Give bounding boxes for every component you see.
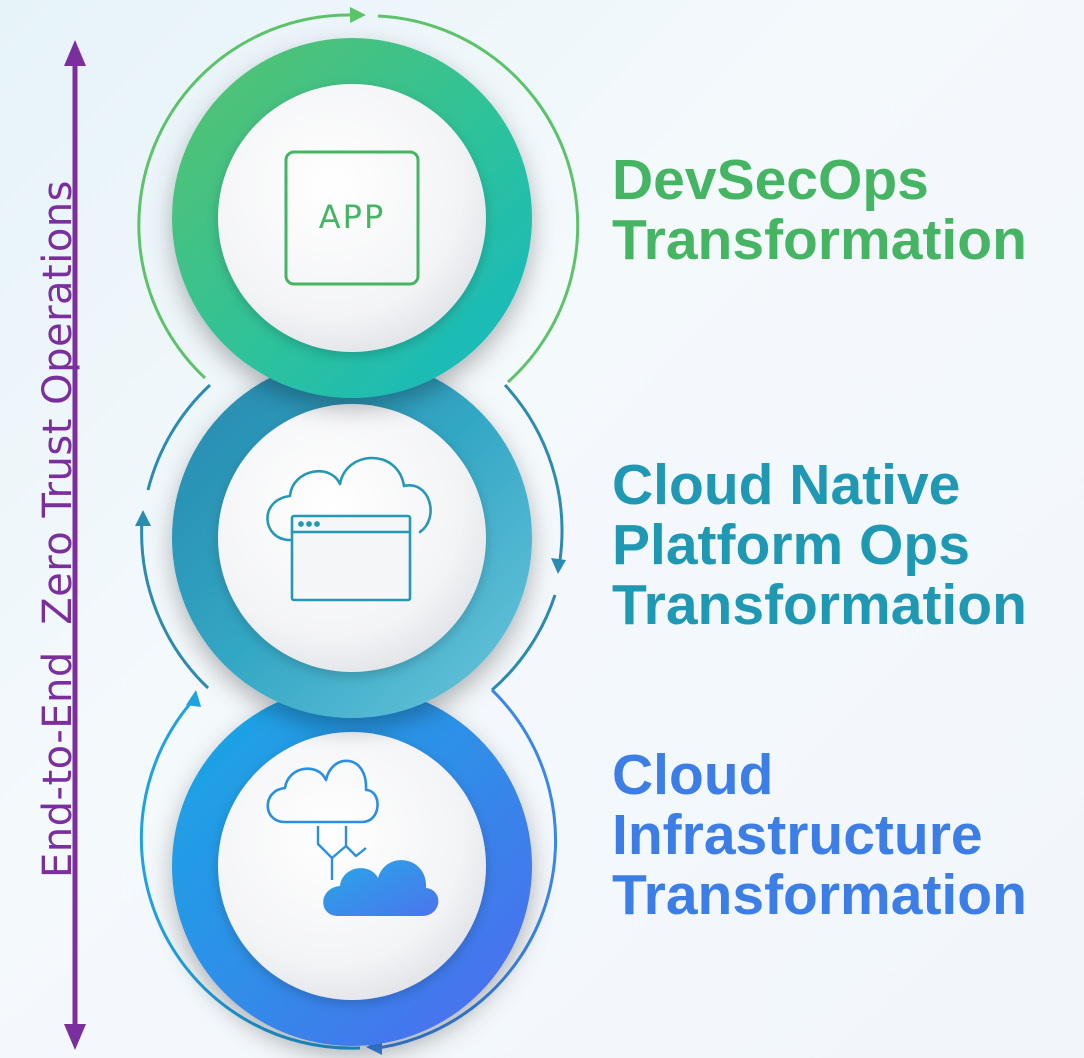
stage-title-line: Infrastructure (612, 803, 983, 867)
stage-title-line: Cloud Native (612, 453, 961, 517)
outer-ring-3 (139, 688, 558, 1055)
cloud-browser-icon (266, 456, 432, 602)
app-icon-label: APP (319, 198, 385, 236)
side-label: End-to-End Zero Trust Operations (35, 180, 81, 878)
stage-title-line: Cloud (612, 743, 774, 807)
stage-title-line: Platform Ops (612, 513, 970, 577)
app-window-icon: APP (284, 150, 420, 286)
outer-ring-1 (137, 7, 580, 384)
outer-ring-2 (135, 383, 566, 692)
cloud-infrastructure-icon (266, 759, 439, 916)
stage-disc-1 (172, 38, 532, 398)
stage-title-line: Transformation (612, 208, 1027, 272)
stage-disc-3 (172, 686, 532, 1046)
stage-title-line: DevSecOps (612, 148, 929, 212)
vertical-double-arrow (64, 40, 86, 1050)
stage-title-line: Transformation (612, 863, 1027, 927)
stage-title-line: Transformation (612, 573, 1027, 637)
